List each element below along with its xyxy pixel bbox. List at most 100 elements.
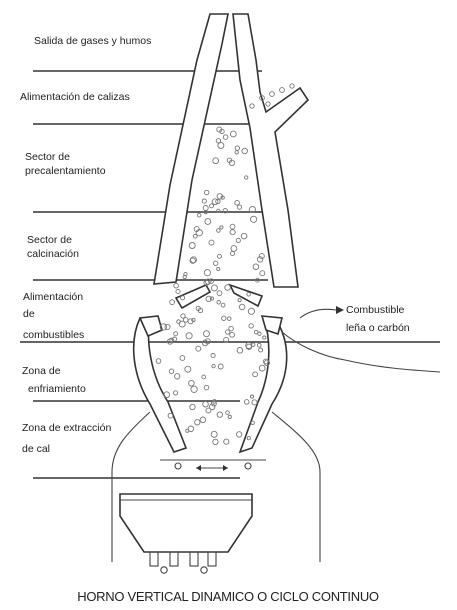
limestone-pebble bbox=[230, 230, 235, 235]
fuel-arrow bbox=[300, 306, 344, 318]
limestone-pebble bbox=[221, 303, 225, 307]
limestone-pebble bbox=[188, 426, 194, 432]
limestone-pebble bbox=[251, 216, 257, 222]
hopper-wheel-right bbox=[201, 567, 207, 573]
limestone-pebble bbox=[229, 160, 234, 165]
limestone-pebble bbox=[203, 401, 209, 407]
limestone-pebble bbox=[235, 151, 238, 154]
limestone-pebble bbox=[257, 343, 261, 347]
limestone-pebble bbox=[260, 271, 265, 276]
limestone-pebble bbox=[227, 317, 231, 321]
limestone-pebble bbox=[209, 240, 214, 245]
label-enfriamiento-2: enfriamiento bbox=[28, 383, 86, 395]
label-precalentamiento-1: Sector de bbox=[25, 151, 70, 163]
limestone-pebble bbox=[248, 308, 254, 314]
limestone-pebble bbox=[250, 395, 253, 398]
limestone-pebble bbox=[224, 439, 229, 444]
limestone-pebble bbox=[217, 229, 221, 233]
limestone-pebble bbox=[253, 372, 258, 377]
limestone-pebble bbox=[249, 324, 253, 328]
limestone-pebble bbox=[177, 320, 181, 324]
label-combustibles-1: Alimentación bbox=[23, 291, 83, 303]
label-gases: Salida de gases y humos bbox=[34, 35, 151, 47]
limestone-pebble bbox=[254, 330, 258, 334]
limestone-pebble bbox=[223, 135, 228, 140]
limestone-pebble bbox=[175, 374, 180, 379]
limestone-pebble bbox=[212, 364, 215, 367]
hopper-outlet-mid-left bbox=[170, 552, 178, 566]
hopper-wheel-left bbox=[161, 567, 167, 573]
grate-arrow-left bbox=[196, 465, 201, 471]
limestone-pebble bbox=[230, 131, 236, 137]
limestone-pebble bbox=[169, 369, 173, 373]
label-calizas: Alimentación de calizas bbox=[20, 91, 130, 103]
limestone-pebble bbox=[202, 375, 206, 379]
limestone-pebble bbox=[238, 299, 241, 302]
limestone-pebble bbox=[211, 431, 217, 437]
left-shaft-wall bbox=[154, 14, 228, 284]
limestone-pebble bbox=[200, 417, 206, 423]
limestone-pebble bbox=[235, 146, 239, 150]
limestone-pebble bbox=[210, 297, 213, 300]
limestone-pebble bbox=[253, 264, 259, 270]
limestone-pebble bbox=[190, 404, 195, 409]
label-extraccion-1: Zona de extracción bbox=[22, 422, 111, 434]
limestone-pebble bbox=[263, 336, 266, 339]
zone-labels: Salida de gases y humos Alimentación de … bbox=[20, 35, 410, 455]
zone-lines bbox=[20, 71, 440, 478]
limestone-pebble bbox=[252, 400, 257, 405]
limestone-pebble bbox=[210, 204, 214, 208]
limestone-pebble bbox=[259, 365, 265, 371]
discharge-hopper bbox=[120, 494, 252, 552]
limestone-pebble bbox=[205, 219, 211, 225]
limestone-pebble bbox=[204, 331, 210, 337]
right-chamber-wall bbox=[240, 318, 287, 452]
limestone-pebble bbox=[225, 285, 231, 291]
limestone-pebble bbox=[164, 392, 170, 398]
right-collar bbox=[262, 316, 282, 334]
label-precalentamiento-2: precalentamiento bbox=[25, 165, 106, 177]
limestone-pebble bbox=[218, 364, 223, 369]
label-combustible-1: Combustible bbox=[346, 304, 405, 316]
limestone-pebble bbox=[212, 199, 218, 205]
label-combustible-2: leña o carbón bbox=[346, 322, 410, 334]
limestone-pebble bbox=[174, 283, 179, 288]
left-chamber-wall bbox=[134, 318, 186, 452]
limestone-pebble bbox=[202, 199, 206, 203]
limestone-pebble bbox=[259, 348, 263, 352]
label-combustibles-3: combustibles bbox=[23, 329, 84, 341]
label-extraccion-2: de cal bbox=[22, 443, 50, 455]
burner-nozzles bbox=[176, 285, 262, 308]
limestone-pebble bbox=[170, 300, 175, 305]
limestone-pebble bbox=[237, 432, 242, 437]
label-calcinacion-2: calcinación bbox=[27, 248, 79, 260]
limestone-pebble bbox=[218, 254, 222, 258]
limestone-pebble bbox=[239, 304, 245, 310]
limestone-pebble bbox=[237, 348, 243, 354]
limestone-pebble bbox=[217, 267, 220, 270]
limestone-pebble bbox=[244, 400, 249, 405]
limestone-pebble bbox=[180, 356, 185, 361]
kiln-shaft bbox=[154, 14, 308, 287]
limestone-pebble bbox=[229, 326, 234, 331]
right-burner bbox=[230, 285, 262, 306]
grate-wheel-left bbox=[175, 463, 181, 469]
limestone-pebble bbox=[204, 385, 209, 390]
limestone-pebble bbox=[185, 366, 191, 372]
limestone-pebble bbox=[213, 439, 218, 444]
limestone-pebble bbox=[213, 158, 219, 164]
hopper-outlet-right bbox=[208, 552, 216, 566]
limestone-pebble bbox=[191, 386, 197, 392]
limestone-pebble bbox=[220, 226, 223, 229]
hopper-outlet-mid-right bbox=[190, 552, 198, 566]
limestone-pebble bbox=[203, 206, 208, 211]
limestone-pebble bbox=[231, 246, 237, 252]
limestone-pebble bbox=[195, 420, 200, 425]
limestone-pebble bbox=[211, 285, 217, 291]
limestone-pebble bbox=[230, 332, 235, 337]
label-calcinacion-1: Sector de bbox=[27, 234, 72, 246]
limestone-pebble bbox=[176, 289, 180, 293]
right-shaft-wall bbox=[233, 14, 308, 287]
limestone-pebble bbox=[174, 332, 178, 336]
